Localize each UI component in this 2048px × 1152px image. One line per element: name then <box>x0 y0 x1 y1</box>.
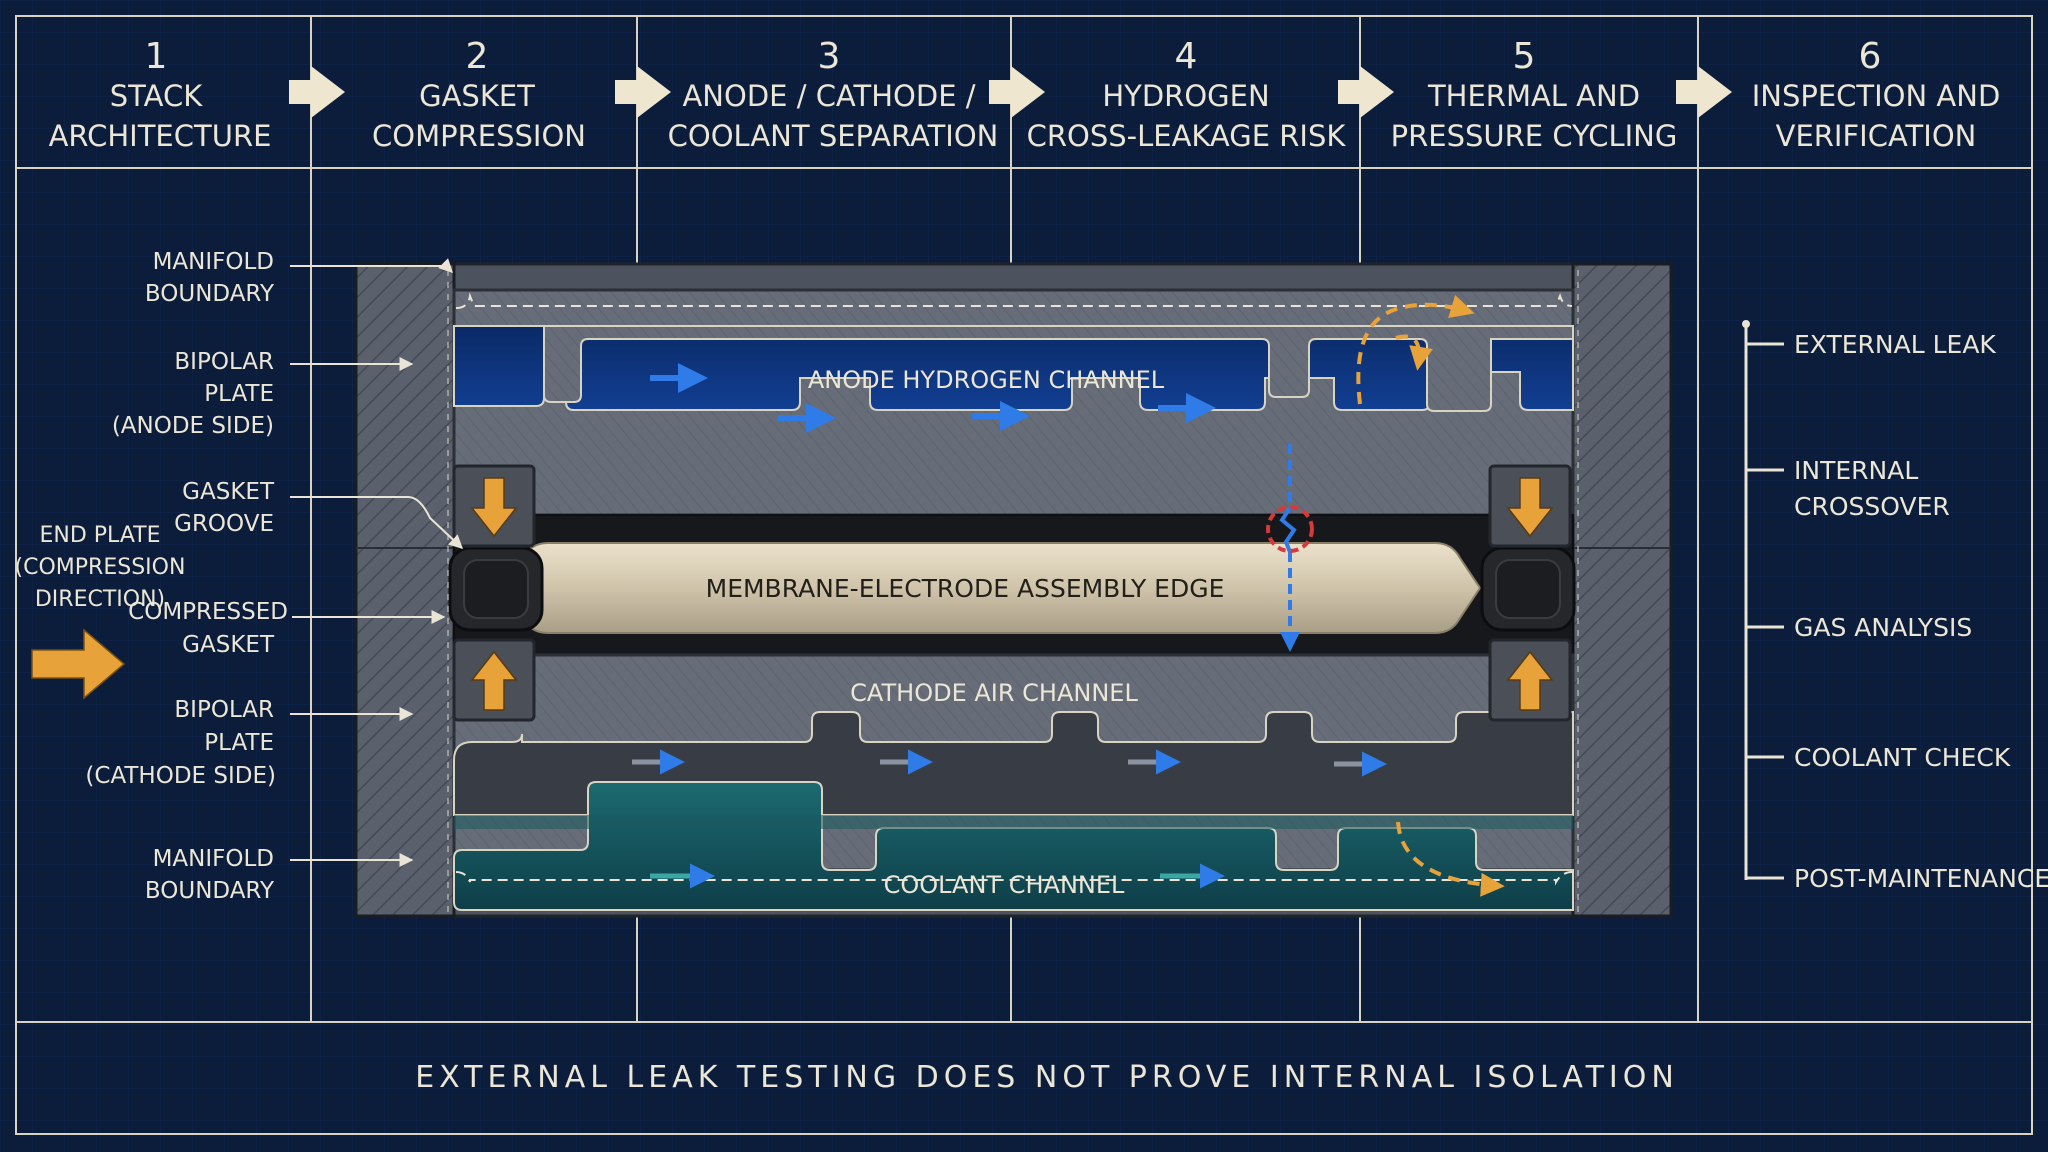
label-compressed-gasket-2: GASKET <box>182 632 275 658</box>
step-title-line1: GASKET <box>419 79 535 113</box>
step-title-line1: INSPECTION AND <box>1752 79 2001 113</box>
step-header: 1 STACK ARCHITECTURE 2 GASKET COMPRESSIO… <box>49 36 2001 153</box>
step-number: 6 <box>1859 36 1882 77</box>
label-manifold-bottom-2: BOUNDARY <box>145 878 275 904</box>
cathode-flow-arrows <box>632 749 1387 777</box>
compression-indicators <box>452 464 1572 722</box>
verification-checklist: EXTERNAL LEAK INTERNAL CROSSOVER GAS ANA… <box>1742 320 2048 893</box>
step-number: 4 <box>1175 36 1198 77</box>
step-number: 3 <box>818 36 841 77</box>
anode-channel-label: ANODE HYDROGEN CHANNEL <box>808 366 1165 394</box>
label-end-plate-2: (COMPRESSION <box>15 555 186 580</box>
mea-label: MEMBRANE-ELECTRODE ASSEMBLY EDGE <box>706 574 1225 603</box>
anode-flow-arrows <box>650 363 1216 433</box>
label-compressed-gasket-1: COMPRESSED <box>128 599 288 625</box>
label-gasket-groove-2: GROOVE <box>174 511 274 537</box>
label-end-plate-1: END PLATE <box>40 523 161 548</box>
step-arrow-icon <box>1676 66 1732 118</box>
checklist-item-internal: INTERNAL <box>1794 456 1918 485</box>
step-number: 2 <box>466 36 489 77</box>
label-bipolar-cathode-2: PLATE <box>204 730 274 756</box>
leak-point-icon <box>1266 505 1314 553</box>
step-4: 4 HYDROGEN CROSS-LEAKAGE RISK <box>1027 36 1347 153</box>
anode-ridges <box>543 325 1574 412</box>
step-title-line1: HYDROGEN <box>1102 79 1269 113</box>
step-title-line1: THERMAL AND <box>1427 79 1640 113</box>
step-title-line1: ANODE / CATHODE / <box>682 79 975 113</box>
step-title-line2: PRESSURE CYCLING <box>1391 119 1678 153</box>
step-title-line2: COOLANT SEPARATION <box>668 119 999 153</box>
label-manifold-top-2: BOUNDARY <box>145 281 275 307</box>
label-bipolar-anode-3: (ANODE SIDE) <box>112 413 274 439</box>
cathode-channel-label: CATHODE AIR CHANNEL <box>850 679 1138 707</box>
label-manifold-top-1: MANIFOLD <box>153 249 274 275</box>
step-title-line2: CROSS-LEAKAGE RISK <box>1027 119 1347 153</box>
step-title-line1: STACK <box>110 79 203 113</box>
footer-statement: EXTERNAL LEAK TESTING DOES NOT PROVE INT… <box>415 1060 1679 1095</box>
step-number: 1 <box>145 36 168 77</box>
step-6: 6 INSPECTION AND VERIFICATION <box>1752 36 2001 153</box>
step-number: 5 <box>1513 36 1536 77</box>
label-manifold-bottom-1: MANIFOLD <box>153 846 274 872</box>
leader-lines <box>290 258 464 867</box>
checklist-item-gas-analysis: GAS ANALYSIS <box>1794 613 1972 642</box>
step-arrow-icon <box>289 66 345 118</box>
label-bipolar-cathode-1: BIPOLAR <box>174 697 274 723</box>
step-title-line2: ARCHITECTURE <box>49 119 272 153</box>
label-bipolar-anode-1: BIPOLAR <box>174 349 274 375</box>
crossover-path <box>1266 444 1314 652</box>
step-2: 2 GASKET COMPRESSION <box>372 36 586 153</box>
step-arrow-icon <box>615 66 671 118</box>
step-title-line2: VERIFICATION <box>1776 119 1977 153</box>
step-arrows <box>289 66 1732 118</box>
coolant-channel-label: COOLANT CHANNEL <box>884 871 1125 899</box>
checklist-item-coolant-check: COOLANT CHECK <box>1794 743 2011 772</box>
label-bipolar-cathode-3: (CATHODE SIDE) <box>85 763 276 789</box>
stack-cross-section: ANODE HYDROGEN CHANNEL MEMBRANE-ELECTROD… <box>354 262 1673 918</box>
label-bipolar-anode-2: PLATE <box>204 381 274 407</box>
label-end-plate-3: DIRECTION) <box>35 587 165 612</box>
step-arrow-icon <box>1338 66 1394 118</box>
checklist-item-crossover: CROSSOVER <box>1794 492 1950 521</box>
label-gasket-groove-1: GASKET <box>182 479 275 505</box>
step-1: 1 STACK ARCHITECTURE <box>49 36 272 153</box>
left-labels: MANIFOLD BOUNDARY BIPOLAR PLATE (ANODE S… <box>15 249 288 904</box>
step-title-line2: COMPRESSION <box>372 119 586 153</box>
step-5: 5 THERMAL AND PRESSURE CYCLING <box>1391 36 1678 153</box>
end-plate-right <box>1571 262 1673 918</box>
end-plate-left <box>354 262 456 918</box>
checklist-item-post-maintenance: POST-MAINTENANCE <box>1794 864 2048 893</box>
external-leak-path-bottom <box>1396 821 1505 897</box>
external-leak-path-top <box>1356 294 1475 405</box>
checklist-item-external-leak: EXTERNAL LEAK <box>1794 330 1996 359</box>
step-3: 3 ANODE / CATHODE / COOLANT SEPARATION <box>668 36 999 153</box>
step-arrow-icon <box>989 66 1045 118</box>
compression-direction-arrow-icon <box>31 628 126 700</box>
